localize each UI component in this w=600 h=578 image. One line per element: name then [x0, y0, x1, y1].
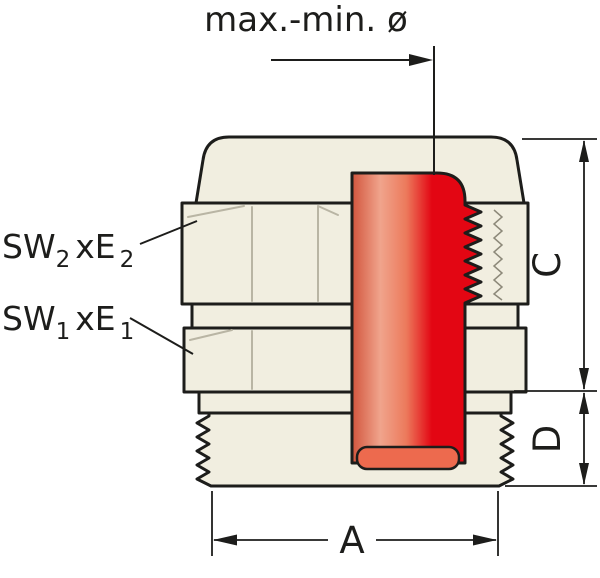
a-dim-label: A [339, 519, 364, 562]
sw1-subscript: 1 [56, 319, 71, 345]
a-arrow-right [473, 534, 497, 546]
c-dim-label: C [526, 252, 569, 278]
sw2-xe-subscript: 2 [120, 247, 135, 273]
sw1-xe-text: xE [75, 299, 115, 338]
c-arrow-up [579, 140, 589, 162]
d-arrow-down [579, 463, 589, 485]
internal-thread-serration [492, 209, 504, 301]
sw2-xe-text: xE [75, 227, 115, 266]
hex-facet-lines [187, 205, 339, 390]
diameter-callout: max.-min. ø [204, 0, 435, 175]
d-dim-label: D [526, 425, 569, 454]
sw1-xe-subscript: 1 [120, 319, 135, 345]
sw2-main-text: SW [2, 227, 56, 266]
diameter-arrowhead [409, 54, 433, 66]
d-arrow-up [579, 392, 589, 414]
c-arrow-down [579, 368, 589, 390]
sw1-leader-line [129, 317, 194, 355]
seal-insert-lip [355, 445, 461, 471]
dimension-d: D [505, 392, 597, 487]
seal-insert [350, 171, 504, 471]
a-arrow-left [213, 534, 237, 546]
dimension-a: A [211, 491, 499, 562]
seal-insert-shape [350, 171, 483, 465]
sw2-leader-line [139, 220, 198, 245]
dimension-c: C [514, 138, 597, 392]
diameter-label: max.-min. ø [204, 0, 408, 40]
sw2-subscript: 2 [56, 247, 71, 273]
sw1-main-text: SW [2, 299, 56, 338]
